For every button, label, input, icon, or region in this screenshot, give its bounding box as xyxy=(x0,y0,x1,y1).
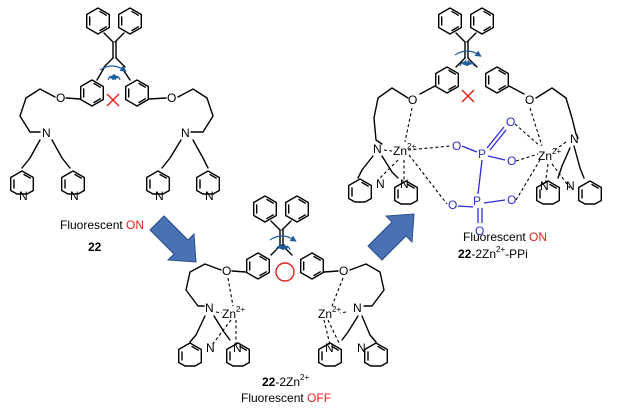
reaction-arrow-down xyxy=(149,215,197,263)
pyridine-nitrogen: N xyxy=(205,189,214,203)
phenol-ring-right xyxy=(300,252,324,280)
compound-label: 22-2Zn2+ xyxy=(262,373,309,389)
pyridine-nitrogen: N xyxy=(376,177,385,191)
phenol-ring-left xyxy=(245,252,270,280)
caption-state: Fluorescent ON xyxy=(60,218,144,232)
rotation-arrow xyxy=(99,65,127,72)
phenol-ring-left xyxy=(79,79,105,107)
oxygen-right: O xyxy=(525,93,534,107)
pyridine-nitrogen: N xyxy=(325,341,334,355)
blocked-rotation-icon xyxy=(461,89,475,103)
molecule-22-2Zn-PPi: O O N N Zn2+ Zn2+ N N N N O P O O xyxy=(348,8,602,261)
rotation-free-icon xyxy=(275,262,295,282)
reaction-arrow-up xyxy=(367,213,415,261)
tpe-core xyxy=(439,8,494,67)
tpe-core xyxy=(87,8,142,67)
oxygen-left: O xyxy=(222,264,231,278)
molecule-22-2Zn: O O N N Zn2+ Zn2+ N N N N 22-2Zn2+ F xyxy=(177,196,388,405)
pyridine-nitrogen: N xyxy=(206,341,215,355)
phenol-ring-right xyxy=(124,79,150,107)
nitrogen-right: N xyxy=(181,126,190,140)
zinc-ion-right: Zn2+ xyxy=(538,147,561,163)
phosphorus-atom: P xyxy=(478,147,486,161)
oxygen-left: O xyxy=(408,93,417,107)
caption-state: Fluorescent OFF xyxy=(241,391,331,405)
molecule-22: O O N N N N N N Fluorescent ON 22 xyxy=(9,8,221,254)
pyridine-nitrogen: N xyxy=(70,189,79,203)
pyridine-ring xyxy=(348,178,372,203)
phenol-ring-left xyxy=(435,66,459,94)
caption-state: Fluorescent ON xyxy=(463,230,547,244)
phosphate-oxygen: O xyxy=(507,154,516,168)
nitrogen-left: N xyxy=(205,301,214,315)
nitrogen-left: N xyxy=(373,142,382,156)
phosphate-oxygen: O xyxy=(506,115,515,129)
oxygen-left: O xyxy=(56,91,65,105)
oxygen-right: O xyxy=(167,91,176,105)
pyrophosphate: O P O O O P O O xyxy=(448,115,516,238)
zinc-ion-left: Zn2+ xyxy=(393,142,416,158)
nitrogen-left: N xyxy=(42,126,51,140)
pyridine-ring xyxy=(578,180,602,205)
zinc-ion-left: Zn2+ xyxy=(222,305,245,321)
compound-label: 22-2Zn2+-PPi xyxy=(458,245,528,261)
phenol-ring-right xyxy=(485,66,509,94)
tpe-core xyxy=(254,196,309,255)
oxygen-right: O xyxy=(339,264,348,278)
pyridine-nitrogen: N xyxy=(400,177,409,191)
blocked-rotation-icon xyxy=(106,93,120,107)
zinc-ion-right: Zn2+ xyxy=(318,305,341,321)
pyridine-ring xyxy=(177,342,203,367)
nitrogen-right: N xyxy=(570,132,579,146)
compound-number: 22 xyxy=(88,240,102,254)
phosphate-oxygen: O xyxy=(507,193,516,207)
pyridine-nitrogen: N xyxy=(566,179,575,193)
pyridine-nitrogen: N xyxy=(155,189,164,203)
nitrogen-right: N xyxy=(353,301,362,315)
phosphorus-atom: P xyxy=(473,194,481,208)
pyridine-ring xyxy=(364,342,388,367)
phosphate-oxygen: O xyxy=(452,139,461,153)
phosphate-oxygen: O xyxy=(448,198,457,212)
pyridine-nitrogen: N xyxy=(233,341,242,355)
pyridine-nitrogen: N xyxy=(540,179,549,193)
phosphate-oxygen: O xyxy=(475,224,484,238)
pyridine-nitrogen: N xyxy=(357,341,366,355)
pyridine-nitrogen: N xyxy=(19,189,28,203)
